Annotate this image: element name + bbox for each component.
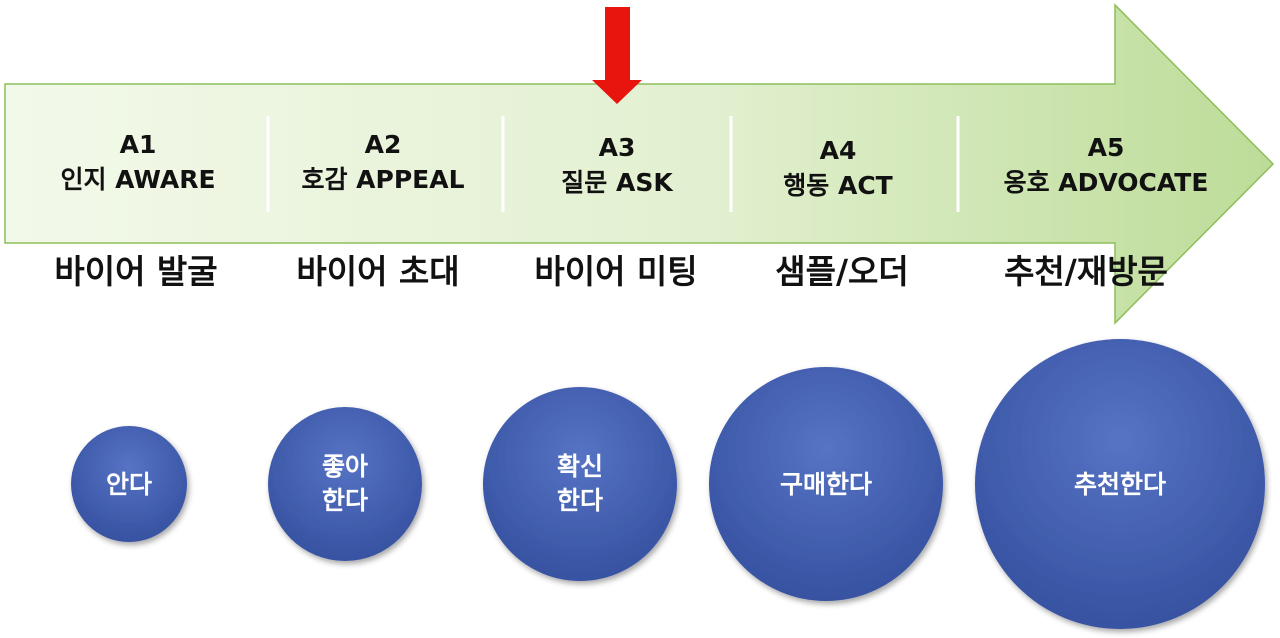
stage-code-a2: A2 bbox=[365, 130, 402, 159]
highlight-down-arrow bbox=[592, 7, 642, 104]
journey-arrow bbox=[4, 3, 1275, 325]
circle-3-label-line2: 한다 bbox=[557, 486, 603, 515]
stage-name-a1: 인지 AWARE bbox=[60, 165, 215, 194]
circle-5 bbox=[975, 339, 1265, 629]
circle-5-label: 추천한다 bbox=[1074, 470, 1166, 499]
stage-labels: A1 인지 AWARE A2 호감 APPEAL A3 질문 ASK A4 행동… bbox=[60, 130, 1208, 200]
stage-code-a3: A3 bbox=[599, 133, 636, 162]
circle-2 bbox=[268, 407, 422, 561]
activity-label-2: 바이어 초대 bbox=[296, 252, 459, 291]
activity-labels: 바이어 발굴 바이어 초대 바이어 미팅 샘플/오더 추천/재방문 bbox=[54, 252, 1168, 291]
circle-1-label: 안다 bbox=[106, 470, 152, 499]
stage-name-a5: 옹호 ADVOCATE bbox=[1004, 168, 1209, 197]
activity-label-1: 바이어 발굴 bbox=[54, 252, 217, 291]
activity-label-4: 샘플/오더 bbox=[775, 252, 909, 291]
stage-code-a1: A1 bbox=[120, 130, 157, 159]
activity-label-3: 바이어 미팅 bbox=[534, 252, 697, 291]
activity-label-5: 추천/재방문 bbox=[1004, 252, 1168, 291]
stage-name-a2: 호감 APPEAL bbox=[301, 165, 464, 194]
circle-2-label-line1: 좋아 bbox=[322, 452, 368, 481]
circle-4 bbox=[709, 367, 943, 601]
circle-3-label-line1: 확신 bbox=[557, 452, 603, 481]
circle-1 bbox=[71, 426, 187, 542]
sentiment-circles: 안다 좋아 한다 확신 한다 구매한다 추천한다 bbox=[71, 339, 1265, 629]
stage-name-a3: 질문 ASK bbox=[561, 168, 674, 197]
circle-2-label-line2: 한다 bbox=[322, 486, 368, 515]
circle-3 bbox=[483, 387, 677, 581]
stage-code-a5: A5 bbox=[1088, 133, 1125, 162]
stage-name-a4: 행동 ACT bbox=[783, 171, 892, 200]
stage-code-a4: A4 bbox=[820, 136, 857, 165]
stage-separators bbox=[266, 116, 960, 212]
circle-4-label: 구매한다 bbox=[780, 470, 872, 499]
